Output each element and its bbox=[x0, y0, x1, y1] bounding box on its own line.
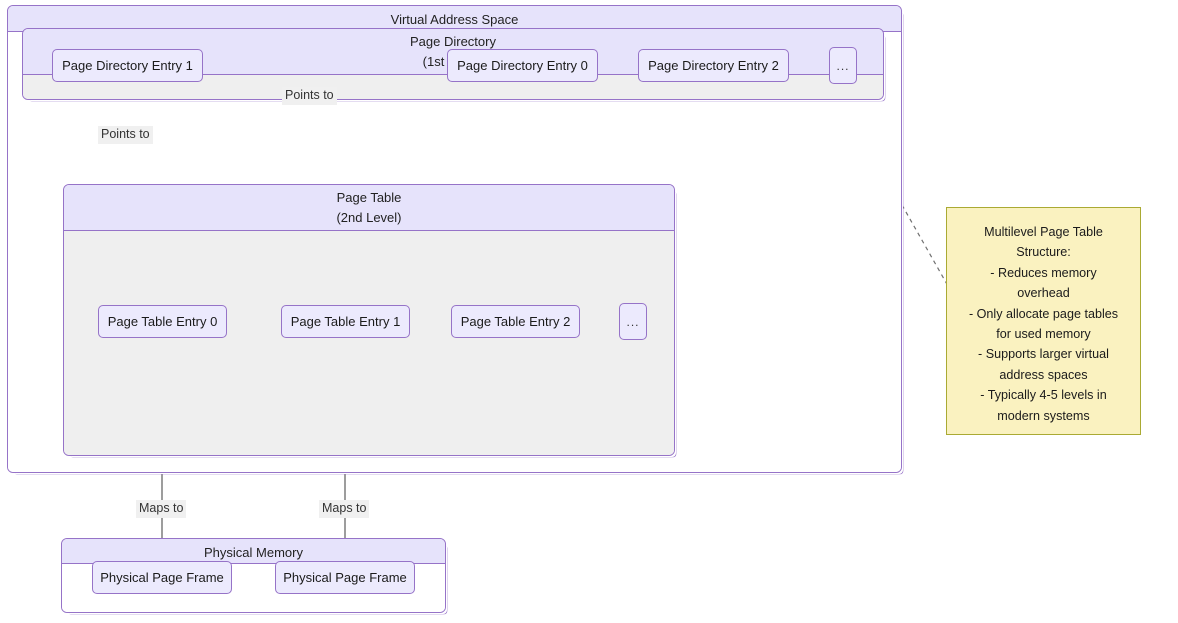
page-directory-title-line1: Page Directory bbox=[410, 34, 496, 49]
page-table-title: Page Table (2nd Level) bbox=[64, 185, 674, 231]
edge-label-points-to-1: Points to bbox=[98, 126, 153, 144]
page-table-entry-ellipsis[interactable]: ... bbox=[619, 303, 647, 340]
page-table-entry-ellipsis-label: ... bbox=[626, 314, 640, 329]
note-line-1: Multilevel Page Table bbox=[984, 225, 1103, 239]
note-line-7: - Supports larger virtual bbox=[978, 347, 1109, 362]
page-directory-entry-0-label: Page Directory Entry 0 bbox=[457, 58, 588, 73]
page-table-title-line2: (2nd Level) bbox=[336, 210, 402, 226]
edge-label-points-to-0: Points to bbox=[282, 87, 337, 105]
page-table-title-line1: Page Table bbox=[336, 190, 402, 205]
page-table-entry-2[interactable]: Page Table Entry 2 bbox=[451, 305, 580, 338]
virtual-address-space-title: Virtual Address Space bbox=[8, 6, 901, 32]
page-directory-entry-ellipsis[interactable]: ... bbox=[829, 47, 857, 84]
physical-page-frame-1-label: Physical Page Frame bbox=[283, 570, 407, 585]
note-line-2: Structure: bbox=[1016, 245, 1071, 260]
page-table-entry-0-label: Page Table Entry 0 bbox=[107, 314, 218, 329]
page-directory-entry-1[interactable]: Page Directory Entry 1 bbox=[52, 49, 203, 82]
note-line-4: overhead bbox=[1017, 286, 1070, 301]
page-table-entry-0[interactable]: Page Table Entry 0 bbox=[98, 305, 227, 338]
note-line-10: modern systems bbox=[997, 408, 1090, 423]
page-directory-entry-ellipsis-label: ... bbox=[836, 58, 850, 73]
page-directory-entry-1-label: Page Directory Entry 1 bbox=[62, 58, 193, 73]
page-table-entry-2-label: Page Table Entry 2 bbox=[460, 314, 571, 329]
note-line-3: - Reduces memory bbox=[990, 265, 1097, 280]
multilevel-note: Multilevel Page Table Structure: - Reduc… bbox=[946, 207, 1141, 435]
edge-label-maps-to-0: Maps to bbox=[136, 500, 187, 518]
note-line-8: address spaces bbox=[999, 367, 1088, 382]
page-table-entry-1-label: Page Table Entry 1 bbox=[290, 314, 401, 329]
physical-page-frame-0[interactable]: Physical Page Frame bbox=[92, 561, 232, 594]
note-line-6: for used memory bbox=[996, 327, 1091, 342]
physical-page-frame-0-label: Physical Page Frame bbox=[100, 570, 224, 585]
page-directory-entry-2-label: Page Directory Entry 2 bbox=[648, 58, 779, 73]
note-line-9: - Typically 4-5 levels in bbox=[980, 388, 1107, 403]
page-table-entry-1[interactable]: Page Table Entry 1 bbox=[281, 305, 410, 338]
page-directory-entry-0[interactable]: Page Directory Entry 0 bbox=[447, 49, 598, 82]
physical-memory-title: Physical Memory bbox=[62, 539, 445, 564]
edge-label-maps-to-1: Maps to bbox=[319, 500, 370, 518]
note-line-5: - Only allocate page tables bbox=[968, 306, 1119, 321]
page-table-body bbox=[64, 231, 674, 455]
physical-page-frame-1[interactable]: Physical Page Frame bbox=[275, 561, 415, 594]
page-directory-entry-2[interactable]: Page Directory Entry 2 bbox=[638, 49, 789, 82]
edge-note-connector bbox=[901, 204, 949, 287]
